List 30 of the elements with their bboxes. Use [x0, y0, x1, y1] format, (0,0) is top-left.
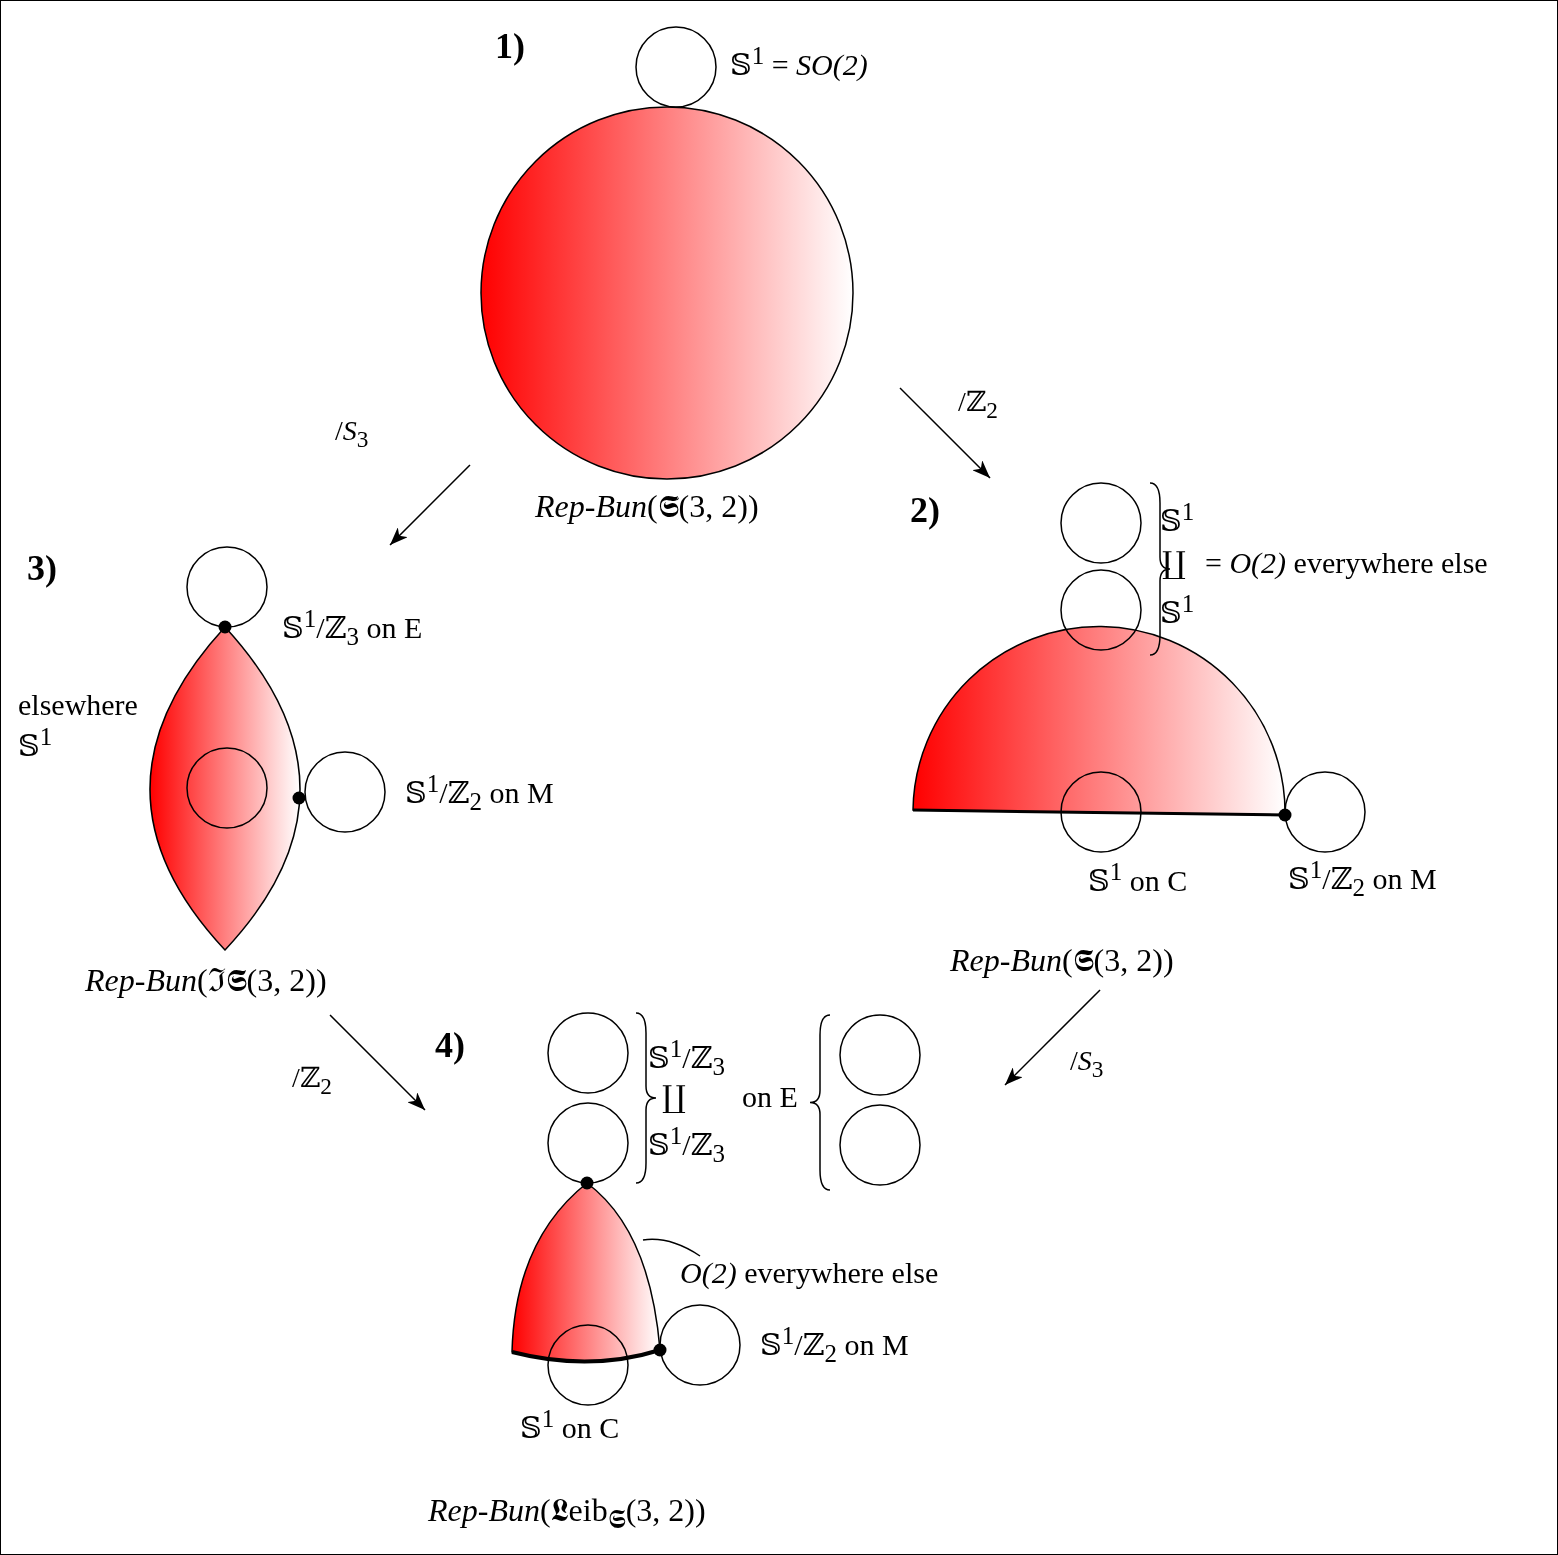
math-label: 𝕊$^{1}$/ℤ$_{3}$ on E	[282, 605, 423, 652]
panel-number: 3)	[27, 548, 57, 590]
formula-label: Rep-Bun(ℑ𝕾(3, 2))	[85, 962, 327, 999]
arrow	[1004, 989, 1101, 1086]
math-label: 𝕊$^{1}$/ℤ$_{3}$	[648, 1122, 725, 1169]
formula-label: Rep-Bun(𝕾̃(3, 2))	[535, 488, 759, 525]
formula-label: Rep-Bun(𝕾(3, 2))	[950, 942, 1174, 979]
math-label: ∐	[1162, 546, 1186, 581]
math-label: 𝕊$^{1}$	[1160, 498, 1195, 539]
leader-line	[642, 1238, 701, 1257]
math-label: = O(2) everywhere else	[1205, 546, 1488, 581]
math-label: 𝕊$^{1}$/ℤ$_{2}$ on M	[1288, 856, 1437, 903]
arrow	[899, 387, 991, 479]
math-label: 𝕊$^{1}$/ℤ$_{3}$	[648, 1035, 725, 1082]
arrow	[329, 1014, 426, 1111]
math-label: on E	[742, 1080, 798, 1115]
math-label: 𝕊$^{1}$/ℤ$_{2}$ on M	[760, 1322, 909, 1369]
math-label: ∐	[662, 1080, 686, 1115]
math-label: 𝕊$^{1}$ on C	[1088, 858, 1188, 899]
math-label: 𝕊$^{1}$ on C	[520, 1405, 620, 1446]
math-label: elsewhere 𝕊$^{1}$	[18, 688, 139, 763]
math-label: 𝕊$^{1}$ = SO(2)	[730, 42, 868, 83]
arrow	[389, 464, 471, 546]
math-label: 𝕊$^{1}$/ℤ$_{2}$ on M	[405, 770, 554, 817]
annotation-text: O(2) everywhere else	[680, 1256, 1000, 1296]
panel-number: 2)	[910, 490, 940, 532]
formula-label: Rep-Bun(𝕷eib$_{𝕾}$(3, 2))	[428, 1492, 706, 1536]
panel-number: 1)	[495, 26, 525, 68]
panel-number: 4)	[435, 1025, 465, 1067]
math-label: 𝕊$^{1}$	[1160, 590, 1195, 631]
